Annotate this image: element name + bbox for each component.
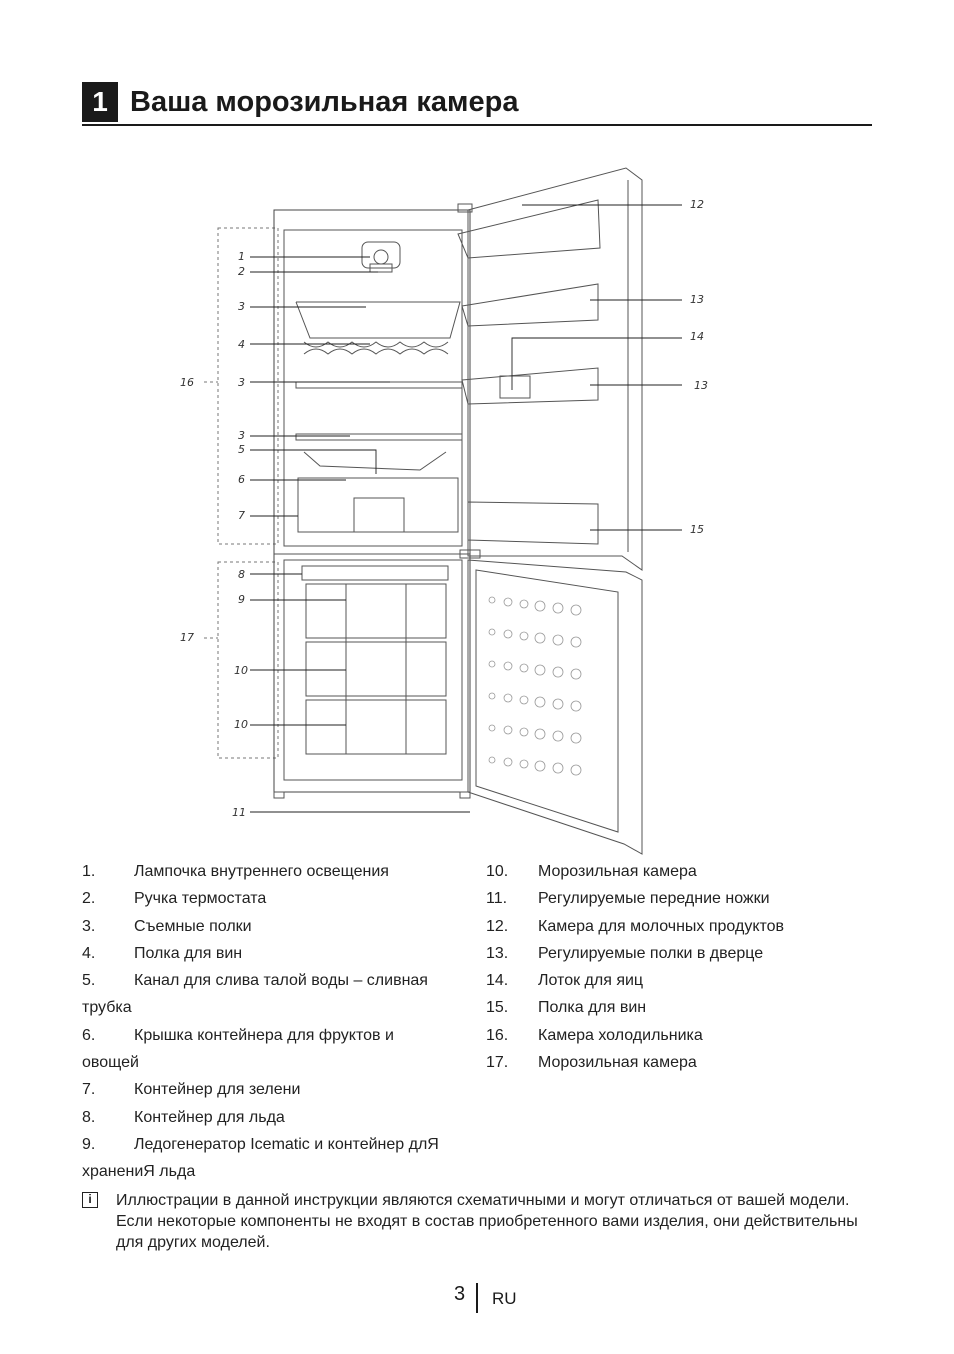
callout-17: 17 [180, 631, 194, 644]
legend-left-column: 1.Лампочка внутреннего освещения 2.Ручка… [82, 858, 462, 1186]
callout-16: 16 [180, 376, 194, 389]
callout-8: 8 [238, 568, 245, 581]
callout-7: 7 [238, 509, 245, 522]
callout-1: 1 [238, 250, 245, 263]
callout-3: 3 [238, 376, 245, 389]
legend-item: 17.Морозильная камера [486, 1054, 697, 1072]
legend-item: 6.Крышка контейнера для фруктов и [82, 1026, 394, 1044]
legend-right-column: 10.Морозильная камера 11.Регулируемые пе… [486, 858, 866, 1076]
legend-item-continuation: хранениЯ льда [82, 1163, 196, 1181]
callout-4: 4 [238, 338, 245, 351]
fridge-diagram: 1 2 3 4 3 3 5 6 7 8 9 10 10 11 12 13 14 … [170, 160, 730, 860]
language-code: RU [492, 1289, 517, 1308]
note-text: Иллюстрации в данной инструкции являются… [116, 1192, 858, 1251]
legend-item-continuation: овощей [82, 1054, 139, 1072]
section-title: Ваша морозильная камера [130, 86, 519, 118]
legend-item: 9.Ледогенератор Icematic и контейнер длЯ [82, 1135, 439, 1153]
callout-3: 3 [238, 429, 245, 442]
legend-item: 3.Съемные полки [82, 917, 252, 935]
footer-divider [476, 1283, 478, 1313]
legend-item: 14.Лоток для яиц [486, 972, 644, 990]
legend-item: 11.Регулируемые передние ножки [486, 890, 770, 908]
info-icon: i [82, 1192, 98, 1208]
legend-item: 15.Полка для вин [486, 999, 647, 1017]
fridge-illustration: 1 2 3 4 3 3 5 6 7 8 9 10 10 11 12 13 14 … [180, 167, 708, 855]
callout-10: 10 [234, 664, 248, 677]
callout-13: 13 [694, 379, 708, 392]
legend-item-continuation: трубка [82, 999, 132, 1017]
legend-item: 5.Канал для слива талой воды – сливная [82, 972, 428, 990]
callout-3: 3 [238, 300, 245, 313]
legend-item: 8.Контейнер для льда [82, 1108, 285, 1126]
callout-9: 9 [238, 593, 245, 606]
callout-5: 5 [238, 443, 245, 456]
callout-11: 11 [232, 806, 246, 819]
callout-15: 15 [690, 523, 704, 536]
callout-6: 6 [238, 473, 245, 486]
legend-item: 4.Полка для вин [82, 944, 243, 962]
legend-item: 16.Камера холодильника [486, 1026, 703, 1044]
legend-item: 1.Лампочка внутреннего освещения [82, 863, 389, 880]
page-number: 3 [454, 1283, 466, 1305]
callout-10: 10 [234, 718, 248, 731]
callout-12: 12 [690, 198, 704, 211]
callout-14: 14 [690, 330, 704, 343]
legend-item: 10.Морозильная камера [486, 863, 697, 880]
callout-13: 13 [690, 293, 704, 306]
legend-item: 12.Камера для молочных продуктов [486, 917, 785, 935]
callout-2: 2 [238, 265, 245, 278]
section-number: 1 [82, 82, 118, 122]
legend-item: 2.Ручка термостата [82, 890, 267, 908]
legend-item: 13.Регулируемые полки в дверце [486, 944, 764, 962]
section-header: 1 Ваша морозильная камера [82, 82, 872, 126]
legend-item: 7.Контейнер для зелени [82, 1081, 301, 1099]
